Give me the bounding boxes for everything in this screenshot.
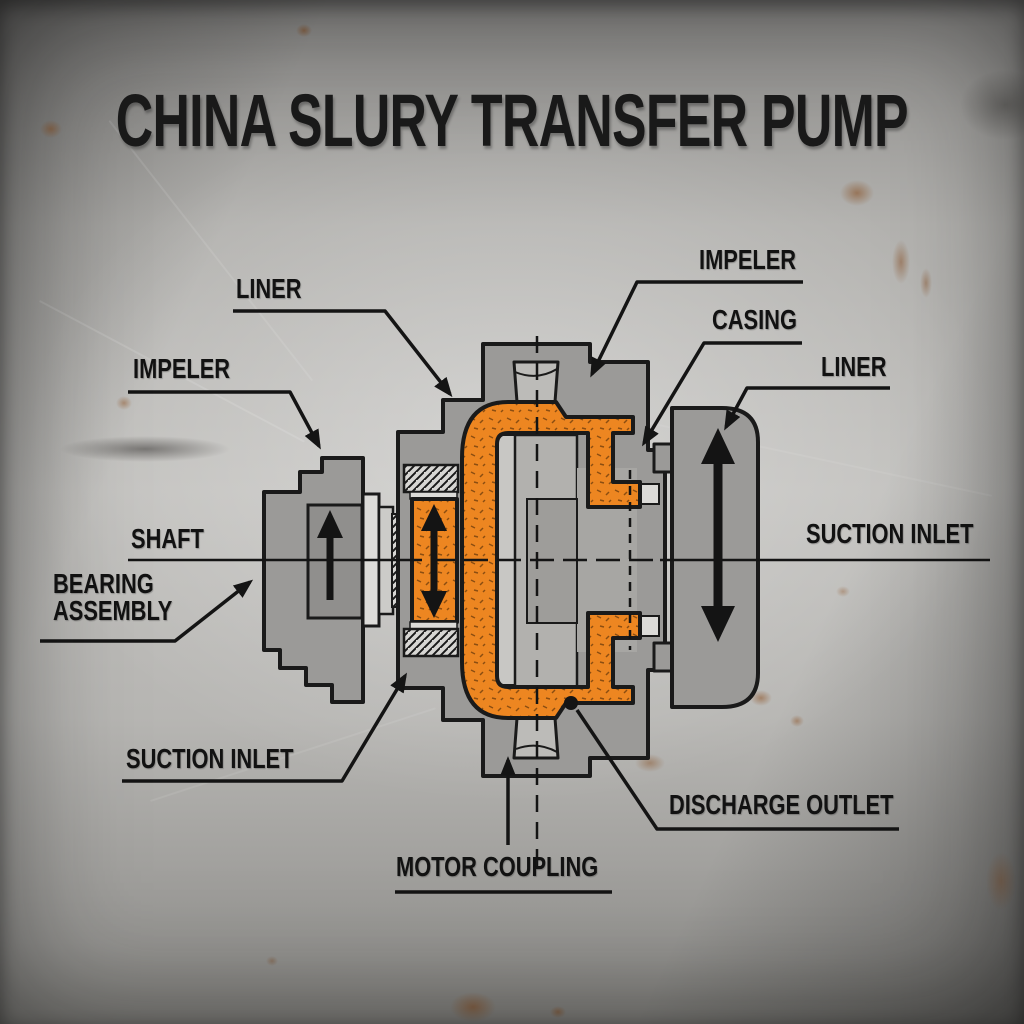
label-discharge-outlet: DISCHARGE OUTLET: [669, 789, 894, 820]
label-impeller-top-right: IMPELER: [699, 244, 797, 275]
gland-hatch-bottom: [402, 627, 460, 658]
label-liner-top-left: LINER: [236, 273, 302, 304]
title-bar: CHINA SLURY TRANSFER PUMP: [0, 84, 1024, 158]
label-bearing-line1: BEARING: [53, 568, 154, 599]
centerlines: [128, 336, 990, 868]
leader-bearing-assembly: [40, 579, 254, 643]
label-bearing-line2: ASSEMBLY: [53, 595, 173, 626]
leader-lines: [40, 280, 899, 894]
label-suction-inlet-right: SUCTION INLET: [806, 518, 974, 549]
leader-discharge-outlet: [575, 709, 899, 831]
label-motor-coupling: MOTOR COUPLING: [396, 851, 599, 882]
leader-suction-inlet-bottom: [122, 672, 408, 783]
label-bearing-assembly: BEARING ASSEMBLY: [53, 568, 173, 626]
leader-impeller-top-right: [590, 280, 803, 378]
label-impeller-left: IMPELER: [133, 353, 231, 384]
leader-liner-top-left: [233, 309, 453, 398]
flow-arrow-up-icon: [317, 510, 343, 600]
leader-casing: [641, 341, 802, 447]
flow-arrow-double-icon: [701, 428, 735, 642]
label-casing: CASING: [712, 304, 797, 335]
label-liner-right: LINER: [821, 351, 887, 382]
label-shaft: SHAFT: [131, 523, 204, 554]
label-suction-inlet-bottom-left: SUCTION INLET: [126, 743, 294, 774]
leader-dot-discharge: [564, 696, 578, 710]
page-title: CHINA SLURY TRANSFER PUMP: [115, 79, 909, 162]
leader-liner-right: [724, 386, 890, 431]
leader-impeller-left: [128, 390, 321, 450]
bearing-assembly: [262, 456, 365, 704]
